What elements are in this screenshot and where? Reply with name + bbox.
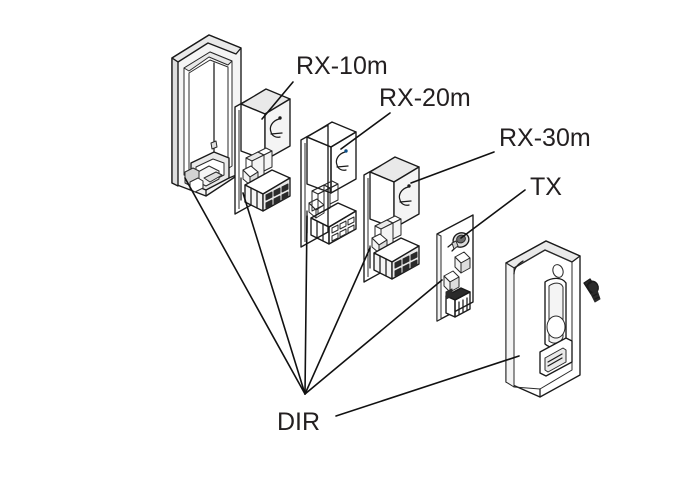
- label-rx-20m: RX-20m: [379, 84, 471, 112]
- label-rx-10m: RX-10m: [296, 52, 388, 80]
- leader-line-rx-10m: [261, 81, 294, 120]
- leader-line-tx: [460, 189, 526, 239]
- part-front-housing-cover: [505, 240, 581, 398]
- label-dir: DIR: [277, 408, 320, 436]
- label-rx-30m: RX-30m: [499, 124, 591, 152]
- part-receiver-module-rx-20m-highlighted: [300, 121, 357, 248]
- dir-leader-to-rx-30m: [304, 247, 371, 395]
- dir-leader-to-rx-10m: [242, 192, 306, 395]
- dir-leader-to-rear-cover: [184, 177, 306, 395]
- part-receiver-module-rx-10m: [234, 88, 291, 215]
- dir-leader-lines: [184, 177, 520, 417]
- leader-line-rx-30m: [410, 151, 495, 184]
- part-receiver-module-rx-30m: [363, 156, 420, 283]
- label-leader-lines: [261, 81, 526, 239]
- label-tx: TX: [530, 173, 562, 201]
- leader-line-rx-20m: [340, 112, 391, 150]
- part-transmitter-board-tx: [436, 214, 474, 322]
- part-rear-housing-cover: [171, 34, 242, 197]
- dir-leader-to-front-cover: [335, 355, 520, 417]
- part-assembly-screw: [583, 278, 601, 303]
- dir-leader-to-tx: [304, 279, 443, 395]
- dir-leader-to-rx-20m: [304, 215, 308, 395]
